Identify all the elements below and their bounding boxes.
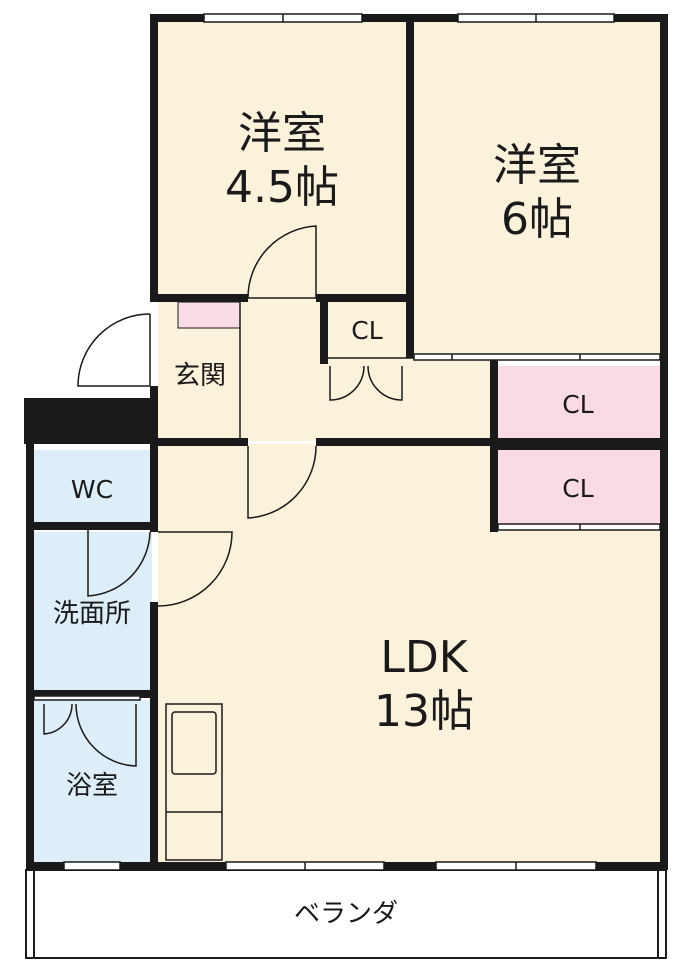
balcony-area [25, 869, 667, 959]
windows [33, 13, 615, 871]
entrance-label: 玄関 [174, 361, 226, 391]
washroom-label: 洗面所 [53, 599, 131, 629]
bathroom-fill [34, 700, 152, 864]
washroom-fill [34, 532, 152, 692]
closet-right-bottom-fill [498, 450, 660, 526]
closet-small-label: CL [351, 316, 382, 345]
shoe-box [177, 301, 241, 329]
wc-fill [34, 450, 152, 524]
balcony-label: ベランダ [294, 899, 398, 929]
closet-right-top-label: CL [562, 390, 593, 419]
western-room-b-name: 洋室 [493, 140, 581, 191]
closet-right-top-fill [498, 366, 660, 438]
western-room-a-fill [158, 22, 406, 296]
closet-right-bottom-label: CL [562, 474, 593, 503]
western-room-a-name: 洋室 [238, 108, 326, 159]
ldk-size: 13帖 [374, 686, 474, 737]
western-room-b-size: 6帖 [501, 194, 573, 245]
ldk-name: LDK [380, 632, 468, 683]
closet-sliding-doors [413, 353, 661, 531]
wc-label: WC [71, 475, 113, 504]
kitchen-counter [165, 703, 223, 861]
closet-small-fill [328, 302, 406, 358]
western-room-a-size: 4.5帖 [225, 162, 339, 213]
doors [43, 225, 403, 767]
bathroom-label: 浴室 [66, 771, 118, 801]
